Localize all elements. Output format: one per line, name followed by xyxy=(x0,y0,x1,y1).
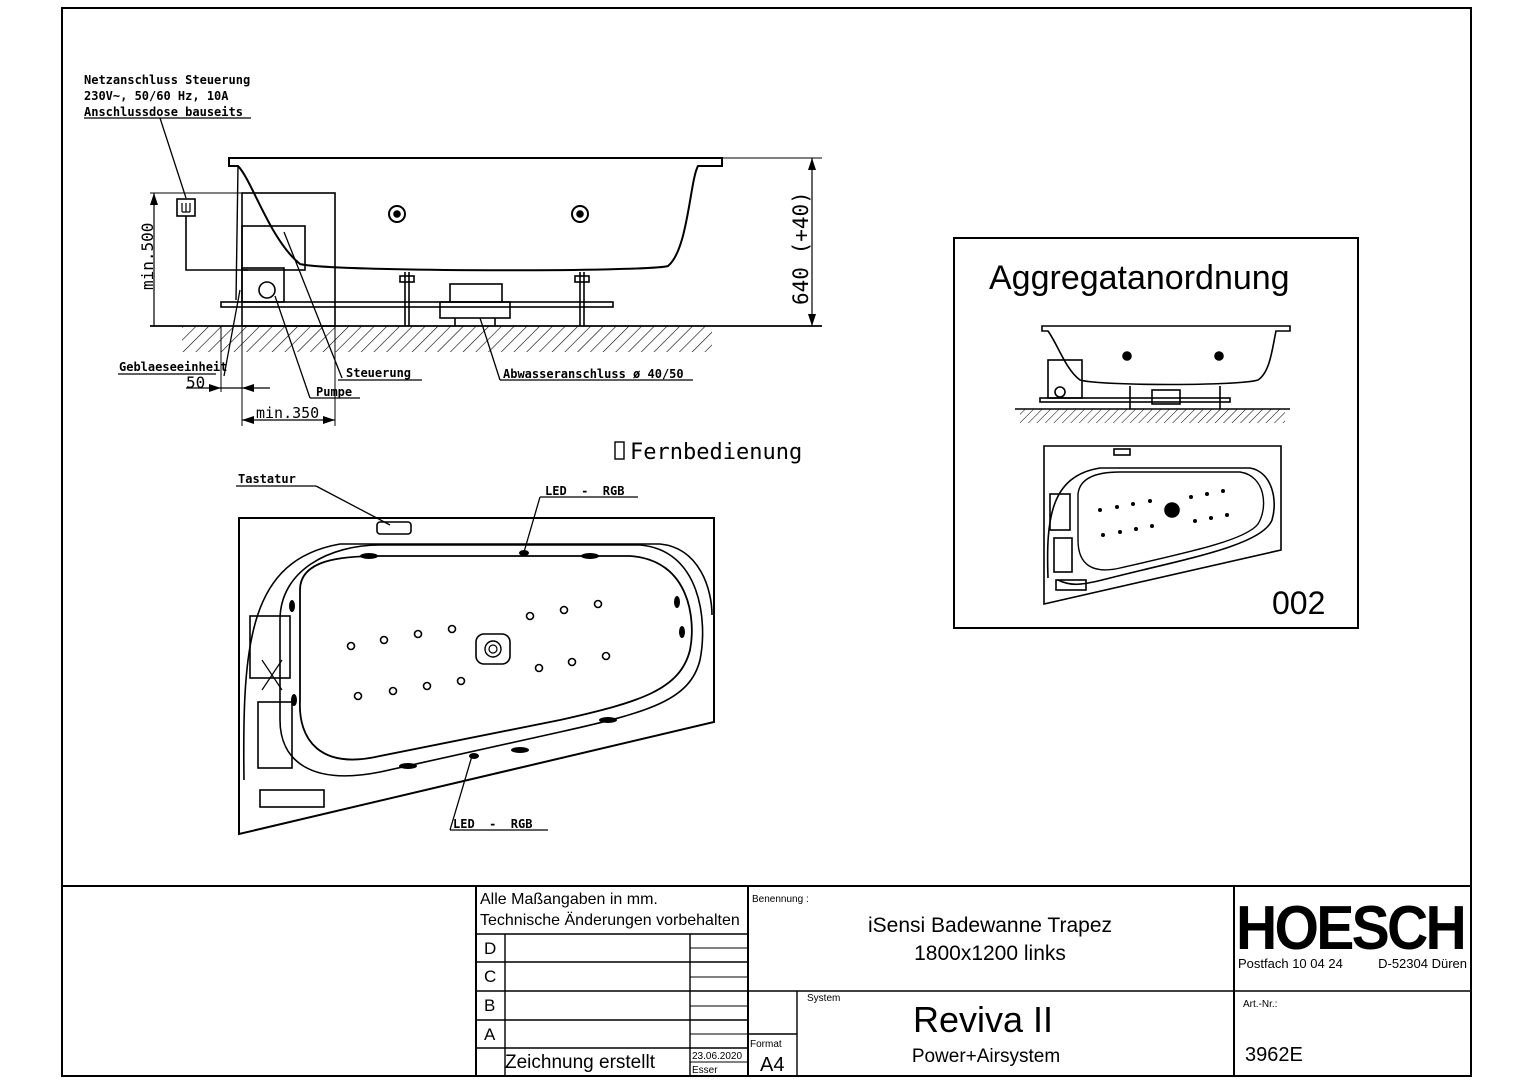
label-pump: Pumpe xyxy=(316,385,352,399)
sheet-frame xyxy=(61,7,1472,1077)
inset-title: Aggregatanordnung xyxy=(989,259,1290,297)
drain-assembly xyxy=(449,283,503,303)
revision-c: C xyxy=(484,967,496,986)
label-dim-50: 50 xyxy=(186,373,205,392)
label-led-bottom: LED - RGB xyxy=(453,817,532,831)
label-height: 640 (+40) xyxy=(789,191,813,305)
inset-panel xyxy=(953,237,1359,629)
inset-code: 002 xyxy=(1272,585,1325,621)
leader-control xyxy=(283,231,343,379)
label-min350: min.350 xyxy=(256,404,319,422)
label-drain: Abwasseranschluss ø 40/50 xyxy=(503,367,684,381)
inset-jets xyxy=(1098,489,1229,537)
pump-icon xyxy=(258,281,276,299)
label-power-box: Anschlussdose bauseits xyxy=(84,105,243,119)
whirl-jets xyxy=(289,550,685,769)
keypad-icon xyxy=(376,521,412,535)
name-label: Benennung : xyxy=(752,894,809,905)
leader-keypad xyxy=(315,485,391,526)
tub-inner-basin xyxy=(299,555,693,761)
blower-unit-top xyxy=(257,701,293,769)
label-control: Steuerung xyxy=(346,366,411,380)
leader-drain xyxy=(479,317,501,381)
install-zone xyxy=(241,192,336,327)
tub-frame-rail xyxy=(220,301,614,308)
system-name: Reviva II xyxy=(913,999,1053,1040)
pump-unit-top xyxy=(249,615,291,679)
format-label: Format xyxy=(750,1039,782,1050)
art-label: Art.-Nr.: xyxy=(1243,999,1277,1010)
remote-icon xyxy=(614,441,625,460)
system-sub: Power+Airsystem xyxy=(912,1046,1060,1067)
leader-blower xyxy=(223,289,241,377)
product-size: 1800x1200 links xyxy=(914,942,1066,965)
floor-hatch xyxy=(182,326,712,352)
leader-led-bottom xyxy=(449,755,473,831)
note-dimensions: Alle Maßangaben in mm. xyxy=(480,891,658,908)
label-blower: Geblaeseeinheit xyxy=(119,360,227,374)
side-view xyxy=(84,117,822,426)
control-unit-top xyxy=(259,789,325,808)
label-keypad: Tastatur xyxy=(238,472,296,486)
drawing-date: 23.06.2020 xyxy=(692,1051,742,1062)
nozzle-icon xyxy=(571,205,589,223)
air-jets xyxy=(346,599,611,701)
label-power-title: Netzanschluss Steuerung xyxy=(84,73,250,87)
foot-right xyxy=(574,275,590,283)
title-block xyxy=(62,885,1471,1076)
drawing-author: Esser xyxy=(692,1065,718,1076)
brand-logo: HOESCH xyxy=(1236,894,1464,963)
label-power-spec: 230V~, 50/60 Hz, 10A xyxy=(84,89,229,103)
drain-top xyxy=(475,633,511,665)
tub-rim xyxy=(242,543,713,781)
system-label: System xyxy=(807,993,840,1004)
top-view xyxy=(236,485,715,836)
address-left: Postfach 10 04 24 xyxy=(1238,956,1343,971)
label-min500: min.500 xyxy=(138,223,157,290)
pump-body xyxy=(241,267,285,303)
control-box xyxy=(241,225,306,271)
tub-outline xyxy=(228,157,723,272)
product-name: iSensi Badewanne Trapez xyxy=(868,914,1112,937)
art-number: 3962E xyxy=(1245,1044,1303,1066)
revision-d: D xyxy=(484,939,496,958)
power-cable xyxy=(185,216,248,271)
revision-b: B xyxy=(484,996,495,1015)
format-value: A4 xyxy=(760,1054,784,1076)
revision-a: A xyxy=(484,1025,496,1044)
foot-left xyxy=(399,275,415,283)
nozzle-icon xyxy=(388,205,406,223)
address-right: D-52304 Düren xyxy=(1378,956,1467,971)
drawing-created: Zeichnung erstellt xyxy=(505,1052,656,1073)
tub-top-outline xyxy=(238,517,715,836)
leader-pump xyxy=(274,295,311,399)
leader-power xyxy=(159,117,187,199)
leader-led-top xyxy=(523,496,541,553)
note-changes: Technische Änderungen vorbehalten xyxy=(480,911,740,929)
label-remote: Fernbedienung xyxy=(630,440,802,465)
label-led-top: LED - RGB xyxy=(545,484,624,498)
